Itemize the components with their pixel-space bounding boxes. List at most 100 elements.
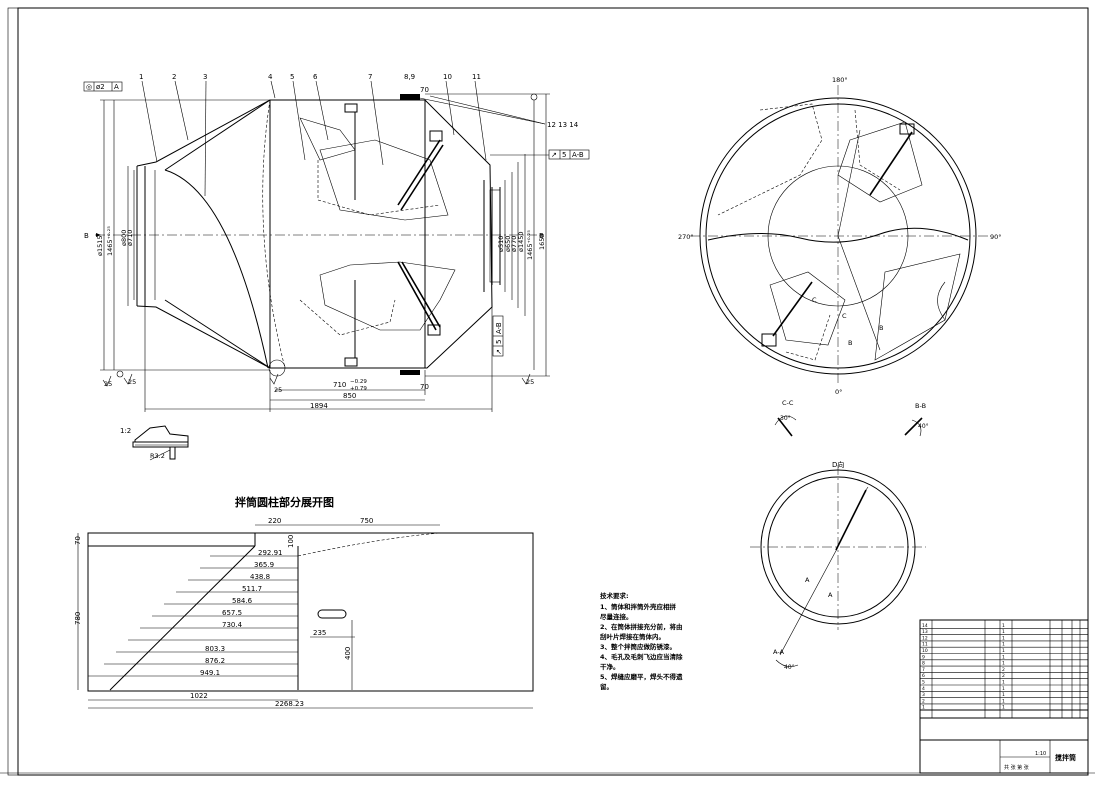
svg-text:511.7: 511.7 [242,585,262,593]
side-view: 180° 270° 90° 0° C C B B [678,76,1002,396]
parts-row-quantity: 1 [1002,623,1005,629]
svg-text:4、毛孔及毛刺飞边应当清除: 4、毛孔及毛刺飞边应当清除 [600,652,683,661]
svg-text:1、筒体和拌筒外壳应相拼: 1、筒体和拌筒外壳应相拼 [600,602,677,611]
svg-text:拌筒圆柱部分展开图: 拌筒圆柱部分展开图 [235,495,334,509]
svg-text:1:2: 1:2 [120,427,131,435]
svg-text:292.91: 292.91 [258,549,283,557]
svg-text:2268.23: 2268.23 [275,700,304,708]
svg-text:70: 70 [420,86,429,94]
technical-notes: 技术要求: 1、筒体和拌筒外壳应相拼 尽量连接。 2、在筒体拼接充分前，将由 刮… [600,591,683,691]
parts-row-number: 11 [922,642,928,648]
svg-text:100: 100 [287,535,295,548]
svg-text:400: 400 [344,647,352,660]
parts-row-quantity: 1 [1002,661,1005,667]
svg-text:1650: 1650 [538,233,546,250]
detail-view: 1:2 R3.2 [120,425,189,461]
svg-text:1894: 1894 [310,402,328,410]
svg-text:↗: ↗ [551,151,557,159]
svg-text:+0.79: +0.79 [350,386,367,392]
svg-text:1:10: 1:10 [1035,751,1046,757]
parts-row-number: 3 [922,692,925,698]
svg-text:A: A [114,83,119,91]
svg-text:◎: ◎ [86,83,92,91]
parts-row-number: 4 [922,686,925,692]
section-cc: C-C 30° [774,399,797,437]
parts-row-quantity: 1 [1002,642,1005,648]
svg-text:40°: 40° [918,423,929,430]
svg-text:ø2: ø2 [96,83,105,91]
parts-row-quantity: 2 [1002,667,1005,673]
svg-text:30°: 30° [780,415,791,422]
parts-row-quantity: 1 [1002,635,1005,641]
svg-text:1465⁺⁰·²⁵: 1465⁺⁰·²⁵ [106,226,114,256]
svg-text:70: 70 [74,536,82,545]
svg-text:尽量连接。: 尽量连接。 [600,612,633,621]
svg-text:A-B: A-B [495,322,503,334]
svg-text:技术要求:: 技术要求: [600,591,629,600]
parts-row-number: 14 [922,623,928,629]
svg-text:220: 220 [268,517,281,525]
parts-row-number: 13 [922,629,928,635]
parts-row-quantity: 1 [1002,705,1005,711]
svg-text:3、整个拌筒应做防锈漆。: 3、整个拌筒应做防锈漆。 [600,642,676,651]
svg-text:365.9: 365.9 [254,561,274,569]
svg-text:共 张 第 张: 共 张 第 张 [1004,764,1029,771]
svg-text:25: 25 [104,380,112,388]
svg-text:803.3: 803.3 [205,645,225,653]
parts-row-number: 12 [922,635,928,641]
svg-text:270°: 270° [678,233,694,241]
svg-text:40°: 40° [784,664,795,671]
svg-text:D向: D向 [832,460,844,469]
runout-frame-side: ↗ 5 A-B [492,315,504,357]
svg-text:2、在筒体拼接充分前，将由: 2、在筒体拼接充分前，将由 [600,622,683,631]
svg-text:B: B [539,232,544,240]
section-bb: B-B 40° [904,402,929,437]
svg-text:25: 25 [526,378,534,386]
svg-text:1465⁺⁰·²⁵: 1465⁺⁰·²⁵ [526,230,534,260]
parts-row-number: 5 [922,680,925,686]
parts-row-number: 8 [922,661,925,667]
drum-outline [136,99,501,369]
svg-text:25: 25 [274,386,282,394]
svg-text:5: 5 [562,151,566,159]
svg-text:ø1515: ø1515 [96,235,104,256]
runout-frame-top: ↗ 5 A-B [490,149,590,160]
svg-text:657.5: 657.5 [222,609,242,617]
svg-text:↗: ↗ [495,349,503,355]
parts-row-quantity: 1 [1002,680,1005,686]
svg-text:850: 850 [343,392,356,400]
development-view: 拌筒圆柱部分展开图 220 750 [74,495,534,709]
svg-text:ø510: ø510 [497,236,505,252]
svg-text:750: 750 [360,517,373,525]
svg-text:730.4: 730.4 [222,621,243,629]
svg-text:12 13 14: 12 13 14 [547,121,579,129]
svg-text:A-B: A-B [572,151,584,159]
svg-text:5: 5 [495,340,503,344]
svg-text:B-B: B-B [915,402,926,410]
svg-text:7: 7 [368,73,372,81]
parts-row-number: 7 [922,667,925,673]
svg-text:C: C [812,296,817,304]
svg-text:584.6: 584.6 [232,597,253,605]
svg-text:B: B [848,339,852,347]
svg-text:ø800: ø800 [120,230,128,246]
svg-text:B: B [84,232,89,240]
svg-text:5、焊缝应磨平，焊头不得遗: 5、焊缝应磨平，焊头不得遗 [600,672,683,681]
svg-text:刮叶片焊接在筒体内。: 刮叶片焊接在筒体内。 [600,632,665,641]
svg-text:710: 710 [333,381,346,389]
part-labels: 1 2 3 4 5 6 7 8,9 10 11 12 13 14 [139,73,579,129]
svg-text:C: C [842,312,847,320]
svg-text:−0.29: −0.29 [350,379,367,385]
parts-row-quantity: 2 [1002,673,1005,679]
parts-row-quantity: 1 [1002,629,1005,635]
svg-text:ø710: ø710 [126,230,134,246]
svg-text:A: A [805,576,810,584]
svg-text:2: 2 [172,73,176,81]
svg-text:6: 6 [313,73,318,81]
svg-text:780: 780 [74,612,82,625]
svg-text:949.1: 949.1 [200,669,220,677]
svg-text:11: 11 [472,73,481,81]
svg-text:ø1450: ø1450 [517,231,525,252]
